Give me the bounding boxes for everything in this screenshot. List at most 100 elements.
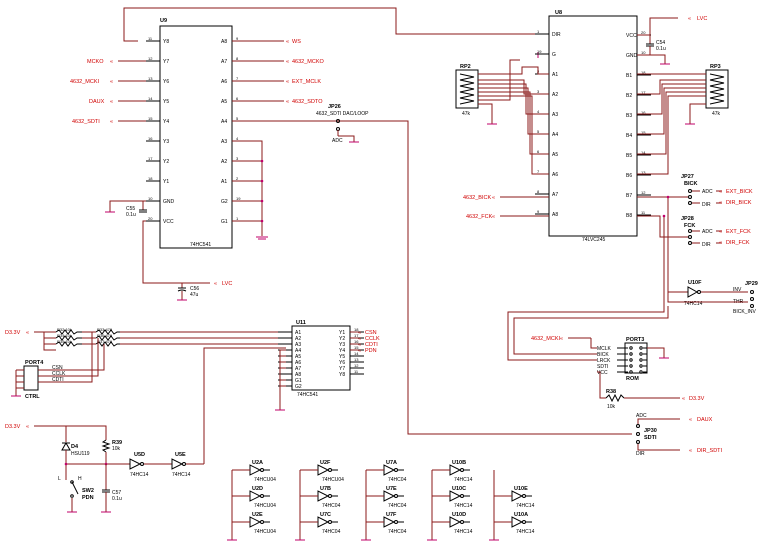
svg-text:SW2: SW2 (82, 488, 94, 494)
inverter-u5e: U5E 74HC14 (171, 452, 191, 478)
u11-right-num-6: 12 (354, 363, 359, 368)
net-ext-mclk: EXT_MCLK « (286, 79, 321, 85)
chip-u9[interactable]: U9 74HC541 (159, 18, 233, 249)
net-daux-right: DAUX « (689, 417, 713, 423)
svg-text:ADC: ADC (702, 189, 713, 195)
svg-text:INV: INV (733, 287, 742, 293)
u11-part: 74HC541 (297, 392, 318, 398)
u8-left-name-8: A7 (552, 192, 558, 198)
svg-text:EXT_BICK: EXT_BICK (726, 189, 753, 195)
svg-text:HSU119: HSU119 (71, 451, 90, 457)
svg-text:«: « (689, 448, 692, 454)
svg-text:74HC14: 74HC14 (516, 503, 535, 509)
svg-text:74HCU04: 74HCU04 (322, 477, 344, 483)
svg-text:«: « (110, 79, 113, 85)
u9-left-name-4: Y4 (163, 119, 169, 125)
jumper-jp30[interactable]: ADC JP30 SDTI DIR (636, 413, 657, 457)
jumper-jp26[interactable]: JP26 4632_SDTI DAC/LOOP ADC (316, 104, 369, 144)
svg-text:L: L (58, 476, 61, 482)
connector-port3[interactable]: PORT3 ROM (624, 337, 648, 382)
connector-port4[interactable]: PORT4 CTRL (23, 360, 44, 400)
resistor-r32: R32 10k (57, 327, 72, 332)
u9-right-name-4: A4 (221, 119, 227, 125)
svg-text:H: H (78, 476, 82, 482)
svg-text:BICK: BICK (684, 181, 697, 187)
chip-u8[interactable]: U8 74LVC245 (548, 10, 638, 243)
svg-text:74HC14: 74HC14 (516, 529, 535, 535)
svg-text:«: « (110, 119, 113, 125)
u8-part: 74LVC245 (582, 237, 605, 243)
svg-text:4632_FCK: 4632_FCK (466, 214, 493, 220)
svg-text:«: « (492, 195, 495, 201)
jumper-jp28[interactable]: JP28 FCK ADC DIR (681, 216, 713, 248)
svg-text:RP3: RP3 (710, 64, 721, 70)
svg-text:«: « (719, 240, 722, 246)
u11-left-name-0: A1 (295, 330, 301, 336)
inverter-u10f: U10F 74HC14 (684, 280, 703, 307)
u8-right-name-1: GND (626, 53, 638, 59)
jumper-jp29[interactable]: JP29 INV THR BICK_INV (733, 281, 758, 315)
net-4632-sdti-left: 4632_SDTI « (72, 119, 113, 125)
svg-text:74HC14: 74HC14 (454, 477, 473, 483)
net-4632-fck: 4632_FCK « (466, 214, 495, 220)
svg-text:«: « (110, 59, 113, 65)
net-ws: WS « (286, 39, 301, 45)
diode-d4: D4 HSU119 (71, 444, 90, 457)
svg-text:U10A: U10A (514, 512, 528, 518)
u9-right-num-9: 1 (236, 216, 239, 221)
net-ext-fck: EXT_FCK « (719, 229, 751, 235)
svg-text:BICK_INV: BICK_INV (733, 309, 756, 315)
svg-text:74HCU04: 74HCU04 (254, 529, 276, 535)
u8-right-num-9: 11 (641, 210, 646, 215)
resistor-pack-rp3: RP3 47k (705, 64, 729, 117)
u8-right-num-6: 14 (641, 150, 646, 155)
u8-right-num-1: 10 (641, 50, 646, 55)
svg-text:D3.3V: D3.3V (689, 396, 705, 402)
svg-text:PDN: PDN (82, 495, 94, 501)
svg-text:U7C: U7C (320, 512, 331, 518)
resistor-r38: R38 10k (606, 389, 616, 410)
svg-text:D4: D4 (71, 444, 79, 450)
u9-left-name-5: Y3 (163, 139, 169, 145)
svg-text:«: « (286, 99, 289, 105)
u9-right-num-3: 6 (236, 96, 239, 101)
svg-text:U2F: U2F (320, 460, 331, 466)
u11-right-num-5: 13 (354, 357, 359, 362)
svg-text:«: « (26, 330, 29, 336)
port4-pin-cdti: CDTI (52, 377, 64, 383)
u9-ref: U9 (160, 18, 167, 24)
svg-text:C54: C54 (656, 40, 665, 46)
jumper-jp27[interactable]: JP27 BICK ADC DIR (681, 174, 713, 208)
switch-sw2[interactable]: SW2 PDN H L (58, 476, 94, 501)
svg-text:«: « (358, 342, 361, 348)
net-dir-fck: DIR_FCK « (719, 240, 750, 246)
u9-left-name-8: GND (163, 199, 175, 205)
u11-right-name-2: Y3 (339, 342, 345, 348)
svg-text:DIR: DIR (702, 242, 711, 248)
u8-right-name-9: B8 (626, 213, 632, 219)
svg-text:«: « (110, 99, 113, 105)
u11-right-num-7: 11 (354, 369, 359, 374)
u8-right-num-7: 13 (641, 170, 646, 175)
svg-text:U10D: U10D (452, 512, 466, 518)
svg-text:C57: C57 (112, 490, 121, 496)
svg-text:C55: C55 (126, 206, 135, 212)
u9-right-name-0: A8 (221, 39, 227, 45)
svg-text:MCKO: MCKO (87, 59, 104, 65)
u11-ref: U11 (296, 320, 306, 326)
u9-right-name-6: A2 (221, 159, 227, 165)
svg-text:74HC14: 74HC14 (684, 301, 703, 307)
u8-right-name-5: B4 (626, 133, 632, 139)
u9-right-num-6: 3 (236, 156, 239, 161)
u9-right-name-9: G1 (221, 219, 228, 225)
u9-right-num-5: 4 (236, 136, 239, 141)
svg-text:R38: R38 (606, 389, 616, 395)
svg-text:4632_MCKI: 4632_MCKI (531, 336, 561, 342)
svg-text:U7B: U7B (320, 486, 331, 492)
u9-right-num-7: 2 (236, 176, 239, 181)
u8-left-name-1: G (552, 52, 556, 58)
chip-u11[interactable]: U11 74HC541 (291, 320, 351, 398)
